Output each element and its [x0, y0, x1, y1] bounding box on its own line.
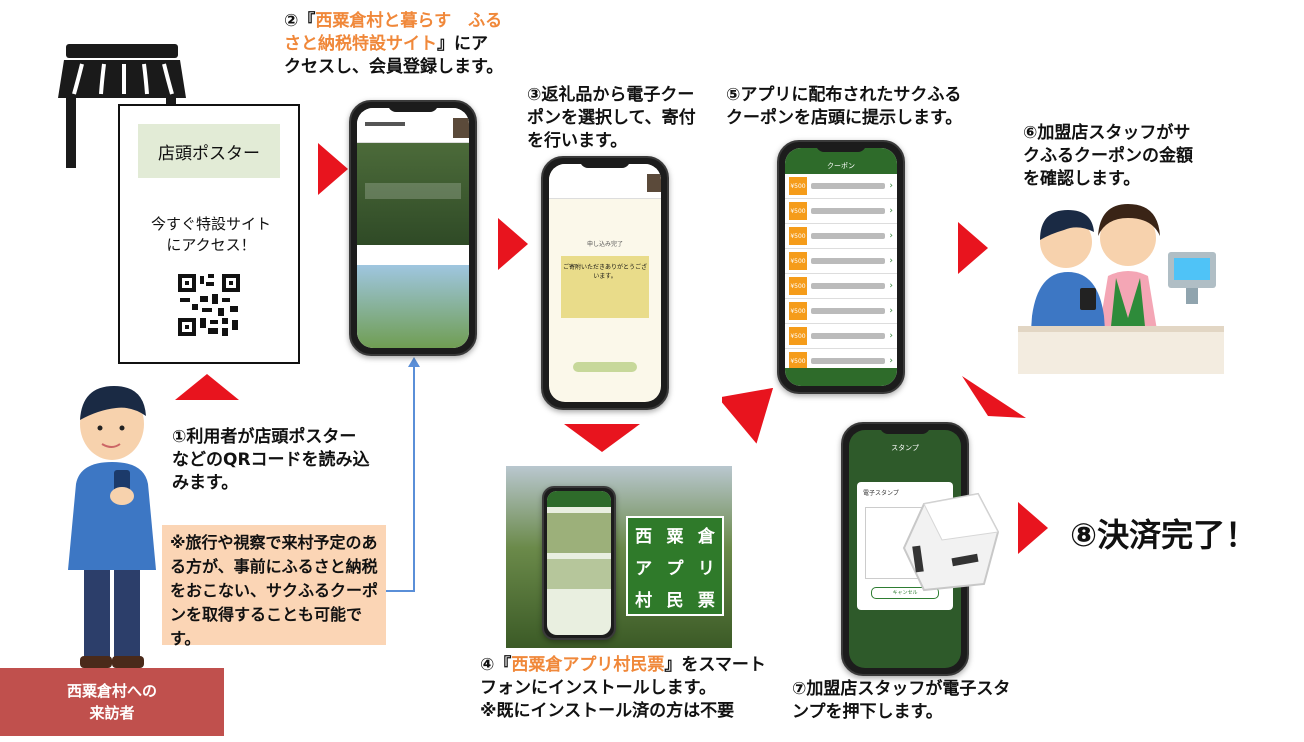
arrow-right-icon	[958, 222, 988, 274]
advance-note: ※旅行や視察で来村予定のある方が、事前にふるさと納税をおこない、サクふるクーポン…	[162, 525, 386, 648]
sign-char: 粟	[666, 526, 684, 547]
phone-coupon-list: クーポン ¥500 › ¥500 › ¥500 › ¥500 › ¥500 › ¥500 ›…	[777, 140, 905, 394]
chevron-right-icon: ›	[889, 206, 893, 216]
stamp-dialog-title: 電子スタンプ	[863, 490, 899, 497]
poster-text: 今すぐ特設サイトにアクセス！	[150, 215, 271, 254]
arrow-right-icon	[1018, 502, 1048, 554]
payment-complete-text: ⑧決済完了！	[1070, 516, 1258, 554]
chevron-right-icon: ›	[889, 331, 893, 341]
step2-suffix: 』にアクセスし、会員登録します。	[284, 34, 504, 77]
chevron-right-icon: ›	[889, 181, 893, 191]
chevron-right-icon: ›	[889, 256, 893, 266]
step6-text: ⑥加盟店スタッフがサクふるクーポンの金額を確認します。	[1023, 123, 1193, 189]
step2-text: ②『西粟倉村と暮らす ふるさと納税特設サイト』にアクセスし、会員登録します。	[284, 10, 504, 79]
step2-site-name: 西粟倉村と暮らす ふるさと納税特設サイト	[284, 11, 503, 54]
sign-char: 倉	[697, 526, 715, 547]
coupon-tag: ¥500	[789, 352, 807, 370]
app-name-sign: 西 粟 倉 ア プ リ 村 民 票	[626, 516, 724, 616]
step2-prefix: ②『	[284, 11, 316, 31]
sign-char: 民	[666, 590, 684, 611]
coupon-tag: ¥500	[789, 302, 807, 320]
qr-code-icon	[178, 274, 240, 336]
arrow-diagonal-icon	[962, 376, 1026, 418]
sign-char: リ	[697, 558, 715, 579]
coupon-tag: ¥500	[789, 202, 807, 220]
step1-text: ①利用者が店頭ポスターなどのQRコードを読み込みます。	[172, 427, 370, 493]
store-poster: 店頭ポスター 今すぐ特設サイトにアクセス！	[118, 104, 300, 364]
app-phone	[542, 486, 616, 640]
arrow-diagonal-icon	[722, 388, 774, 444]
step4-suffix: 』をスマートフォンにインストールします。	[480, 655, 766, 698]
coupon-tag: ¥500	[789, 252, 807, 270]
step4-prefix: ④『	[480, 655, 512, 675]
step4-app-name: 西粟倉アプリ村民票	[511, 655, 665, 675]
arrow-down-icon	[564, 424, 640, 452]
sign-char: 票	[697, 590, 715, 611]
store-staff-illustration	[1018, 204, 1224, 374]
phone-furusato-site	[349, 100, 477, 356]
step4-note: ※既にインストール済の方は不要	[480, 701, 735, 721]
step5-text: ⑤アプリに配布されたサクふるクーポンを店頭に提示します。	[726, 85, 963, 128]
step4-text: ④『西粟倉アプリ村民票』をスマートフォンにインストールします。 ※既にインストー…	[480, 654, 770, 723]
coupon-tag: ¥500	[789, 227, 807, 245]
chevron-right-icon: ›	[889, 231, 893, 241]
sign-char: プ	[666, 558, 684, 579]
app-install-image: 西 粟 倉 ア プ リ 村 民 票	[506, 466, 732, 648]
arrow-right-icon	[498, 218, 528, 270]
sign-char: 西	[635, 526, 653, 547]
arrow-right-icon	[318, 143, 348, 195]
phone-donation: 申し込み完了 ご寄附いただきありがとうございます。	[541, 156, 669, 410]
poster-title: 店頭ポスター	[138, 124, 280, 178]
coupon-screen-header: クーポン	[785, 148, 897, 174]
sign-char: ア	[635, 558, 653, 579]
chevron-right-icon: ›	[889, 306, 893, 316]
coupon-tag: ¥500	[789, 177, 807, 195]
visitor-person-icon	[68, 386, 156, 668]
visitor-label: 西粟倉村への来訪者	[0, 668, 224, 736]
stamp-device-icon	[902, 492, 1000, 592]
step3-text: ③返礼品から電子クーポンを選択して、寄付を行います。	[527, 85, 696, 151]
chevron-right-icon: ›	[889, 356, 893, 366]
connector-line	[386, 357, 420, 592]
coupon-tag: ¥500	[789, 277, 807, 295]
stamp-cancel-button[interactable]: キャンセル	[871, 587, 939, 599]
arrow-up-icon	[175, 374, 239, 400]
donation-message: ご寄附いただきありがとうございます。	[561, 256, 649, 318]
stamp-screen-header: スタンプ	[891, 444, 919, 452]
donation-complete-title: 申し込み完了	[586, 241, 623, 248]
sign-char: 村	[635, 590, 653, 611]
coupon-tag: ¥500	[789, 327, 807, 345]
chevron-right-icon: ›	[889, 281, 893, 291]
step7-text: ⑦加盟店スタッフが電子スタンプを押下します。	[792, 679, 1011, 722]
